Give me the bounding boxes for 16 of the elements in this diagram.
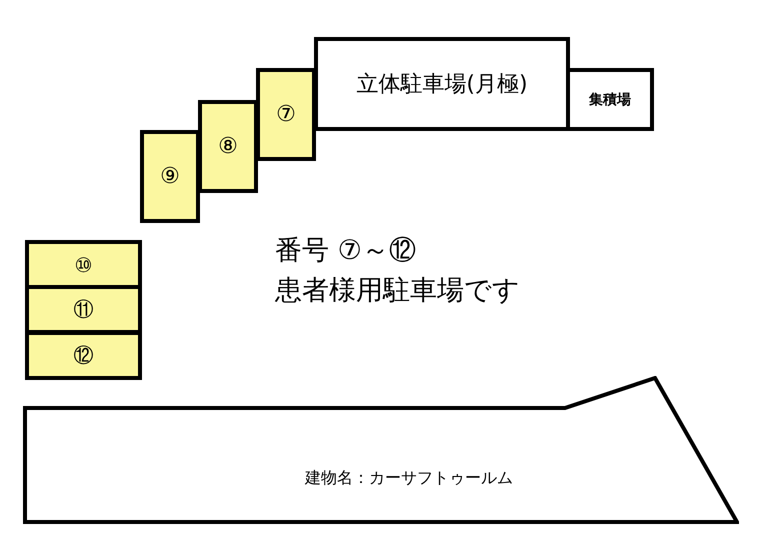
building-name: 建物名：カーサフトゥールム — [305, 468, 513, 489]
parking-space — [256, 68, 316, 161]
parking-space — [198, 100, 258, 193]
garage-block — [314, 37, 570, 131]
space-number: ⑫ — [74, 342, 94, 369]
space-number: ⑦ — [276, 102, 296, 127]
space-number: ⑧ — [218, 134, 238, 159]
space-number: ⑩ — [74, 252, 92, 276]
parking-space — [25, 331, 142, 380]
space-number: ⑨ — [160, 164, 180, 189]
area-label: 立体駐車場(月極) — [356, 71, 528, 99]
parking-space — [140, 130, 200, 223]
area-label: 集積場 — [589, 90, 631, 108]
space-number: ⑪ — [74, 296, 94, 323]
notice-text: 番号 ⑦～⑫ — [275, 234, 416, 268]
notice-text: 患者様用駐車場です — [275, 274, 520, 308]
